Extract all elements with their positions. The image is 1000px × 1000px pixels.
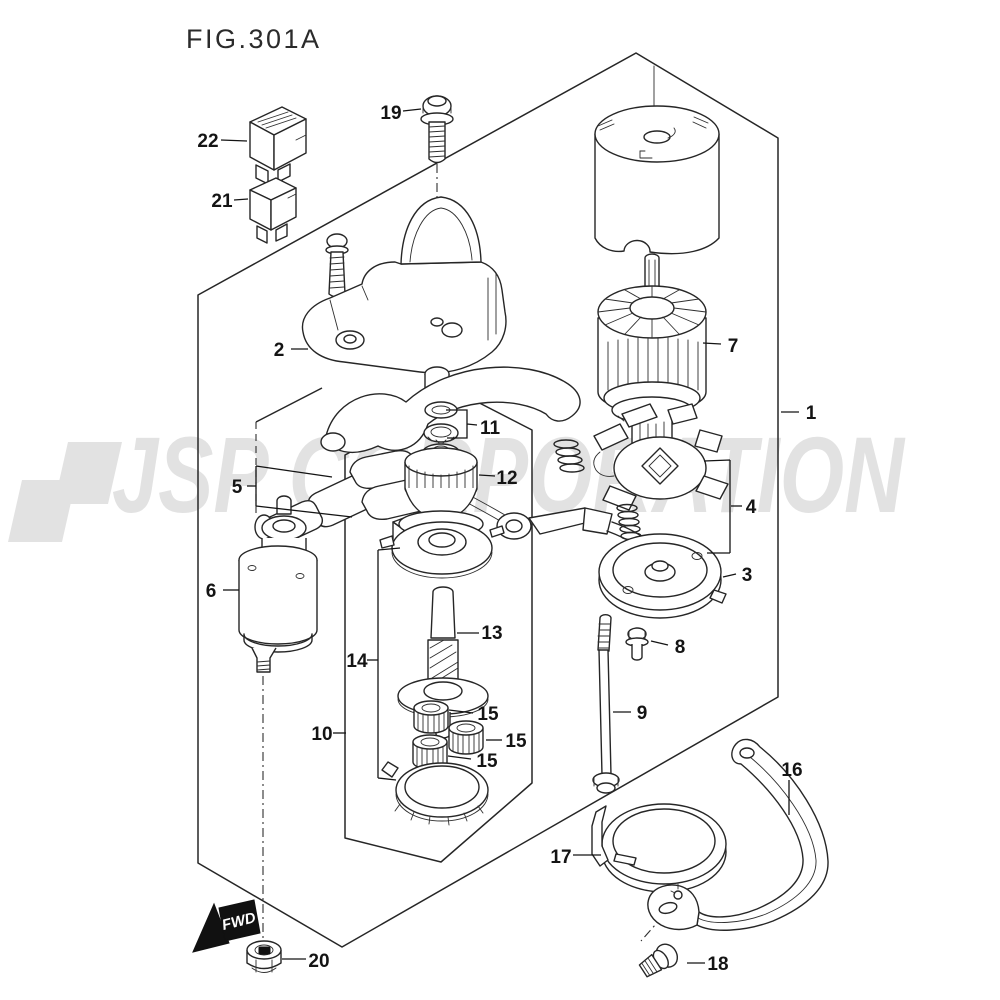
part-8-bolt — [625, 627, 649, 661]
part-label-12: 12 — [496, 468, 517, 489]
part-21-relay — [249, 177, 297, 244]
part-label-7: 7 — [728, 336, 739, 357]
part-label-15: 15 — [505, 731, 527, 752]
leader-brackets — [255, 409, 731, 781]
part-label-6: 6 — [206, 581, 217, 602]
part-19-bolt — [420, 95, 454, 164]
part-leader-7 — [702, 342, 722, 345]
center-assembly-box — [344, 392, 533, 863]
part-leader-19 — [402, 108, 422, 112]
part-label-15: 15 — [477, 704, 499, 725]
part-11-washers — [423, 401, 459, 444]
part-label-8: 8 — [675, 637, 686, 658]
part-leader-15 — [447, 755, 472, 760]
part-label-3: 3 — [742, 565, 753, 586]
part-label-21: 21 — [211, 191, 233, 212]
figure-title: FIG.301A — [186, 24, 322, 54]
part-11-bracket — [446, 409, 478, 439]
part-14-bracket — [377, 547, 401, 781]
part-leader-22 — [220, 139, 248, 142]
cover-dome — [400, 196, 482, 265]
part-22-relay — [249, 106, 307, 185]
carrier-disc — [379, 521, 505, 579]
part-label-4: 4 — [746, 497, 757, 518]
part-9-bolt — [592, 614, 620, 794]
leader-lines — [220, 108, 799, 964]
part-label-17: 17 — [550, 847, 571, 868]
fwd-arrow-body — [218, 899, 261, 942]
part-20-nut — [246, 940, 282, 973]
part-4-bracket — [703, 459, 731, 554]
part-label-19: 19 — [380, 103, 401, 124]
motor-case — [594, 105, 720, 255]
part-leader-21 — [233, 198, 249, 201]
part-label-1: 1 — [806, 403, 817, 424]
part-label-11: 11 — [480, 418, 501, 439]
part-label-14: 14 — [346, 651, 368, 672]
fwd-arrow: FWD — [192, 899, 261, 953]
part-label-5: 5 — [232, 477, 243, 498]
part-2-cover-assembly — [301, 196, 507, 400]
ring-gear — [381, 761, 489, 826]
part-leader-15 — [448, 709, 474, 714]
armature-laminations — [607, 337, 699, 396]
part-label-16: 16 — [781, 760, 802, 781]
brush-spring-upper — [553, 439, 585, 473]
watermark-logo-shape — [8, 480, 76, 542]
part-3-clutch-drum — [598, 533, 727, 619]
part-17-clamp — [591, 803, 727, 893]
part-label-9: 9 — [637, 703, 648, 724]
part-label-22: 22 — [197, 131, 218, 152]
armature-fan-blades — [597, 285, 707, 339]
part-label-15: 15 — [476, 751, 498, 772]
part-label-2: 2 — [274, 340, 285, 361]
part-label-18: 18 — [707, 954, 728, 975]
cover-body — [301, 261, 507, 374]
part-label-20: 20 — [308, 951, 329, 972]
part-leader-8 — [650, 640, 669, 646]
part-leader-3 — [722, 573, 737, 578]
part-16-strap — [647, 738, 829, 931]
part-label-13: 13 — [481, 623, 502, 644]
part-15-planet-gears — [412, 700, 484, 770]
part-18-bolt — [638, 943, 679, 978]
part-label-10: 10 — [311, 724, 332, 745]
part-6-solenoid — [238, 495, 318, 673]
part-leader-12 — [478, 474, 496, 477]
